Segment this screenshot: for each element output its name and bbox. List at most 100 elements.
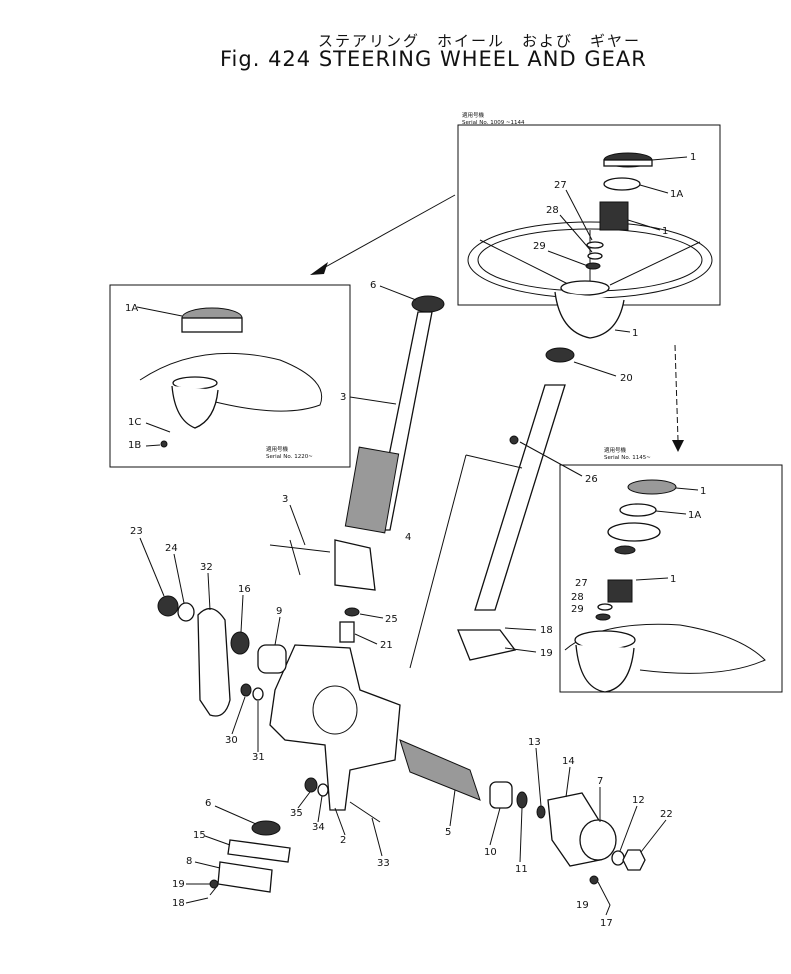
- bearing-10: [489, 781, 513, 809]
- callout-4: 4: [405, 532, 411, 543]
- horn-button-br: [627, 479, 677, 495]
- inset-left-caption-serial: Serial No. 1220~: [266, 454, 313, 460]
- callout-tr-29: 29: [533, 241, 546, 252]
- inset-bottom-right-caption-serial: Serial No. 1145~: [604, 455, 651, 461]
- lock-nut-22: [622, 849, 646, 871]
- callout-23: 23: [130, 526, 143, 537]
- callout-br-28: 28: [571, 592, 584, 603]
- callout-br-1-spring: 1: [670, 574, 676, 585]
- steering-wheel-hub: [560, 280, 610, 296]
- washer-19-right: [589, 875, 599, 885]
- steering-box-bracket: [334, 539, 376, 591]
- callout-33: 33: [377, 858, 390, 869]
- inset-bottom-right-frame: [559, 464, 783, 693]
- callout-31: 31: [252, 752, 265, 763]
- bracket-3-hardware: [269, 539, 331, 576]
- seal-16: [230, 631, 250, 655]
- steering-wheel-boss: [554, 291, 625, 339]
- washer-24: [177, 602, 195, 622]
- callout-24: 24: [165, 543, 178, 554]
- bolt-17: [597, 881, 611, 916]
- inset-left-frame: [109, 284, 351, 468]
- callout-20: 20: [620, 373, 633, 384]
- callout-l-1c: 1C: [128, 417, 141, 428]
- ring-br-1a: [619, 503, 657, 517]
- callout-21: 21: [380, 640, 393, 651]
- contact-27: [586, 241, 604, 249]
- wheel-boss-br: [575, 644, 635, 693]
- sector-shaft-5: [399, 739, 481, 801]
- callout-15: 15: [193, 830, 206, 841]
- needle-bearing-9: [257, 644, 287, 674]
- arrow-to-left-inset: [319, 194, 456, 271]
- nut-br-29: [595, 613, 611, 621]
- callout-13: 13: [528, 737, 541, 748]
- gasket-15: [227, 839, 291, 863]
- callout-tr-28: 28: [546, 205, 559, 216]
- spring-br: [607, 579, 633, 603]
- washer-11: [516, 791, 528, 809]
- washer-12: [611, 850, 625, 866]
- nut-23: [157, 595, 179, 617]
- grease-fitting-26: [509, 435, 519, 445]
- callout-12: 12: [632, 795, 645, 806]
- callout-4-bracket: [409, 454, 523, 669]
- wheel-boss-partial: [171, 385, 219, 429]
- bolt-18-lower: [209, 884, 219, 896]
- callout-l-1a: 1A: [125, 303, 138, 314]
- inset-top-right: 適用号機 Serial No. 1009 ~1144 1 1A 1 1 27 2…: [457, 111, 721, 339]
- callout-19-lower: 19: [172, 879, 185, 890]
- wheel-partial-rim: [139, 352, 322, 412]
- callout-14: 14: [562, 756, 575, 767]
- callout-18-lower: 18: [172, 898, 185, 909]
- callout-6-upper: 6: [370, 280, 376, 291]
- bushing-21: [339, 621, 355, 643]
- callout-7: 7: [597, 776, 603, 787]
- callout-16: 16: [238, 584, 251, 595]
- washer-br-28: [597, 603, 613, 611]
- inset-top-right-caption-jp: 適用号機: [462, 111, 485, 119]
- callout-2: 2: [340, 835, 346, 846]
- arrow-head-down: [672, 440, 684, 452]
- inset-left-caption-jp: 適用号機: [266, 445, 289, 453]
- callout-18-upper: 18: [540, 625, 553, 636]
- callout-22: 22: [660, 809, 673, 820]
- main-assembly: 6 3 20 26 4 18 19 3 25 21: [130, 280, 673, 929]
- inset-left: 適用号機 Serial No. 1220~ 1A 1C 1B: [109, 284, 351, 468]
- inset-bottom-right: 適用号機 Serial No. 1145~ 1 1A 1 27 28 29: [559, 446, 783, 693]
- callout-tr-27: 27: [554, 180, 567, 191]
- figure-title-japanese: ステアリング ホイール および ギヤー: [318, 32, 642, 50]
- callout-tr-1-wheel: 1: [632, 328, 638, 339]
- callout-l-1b: 1B: [128, 440, 141, 451]
- callout-11: 11: [515, 864, 528, 875]
- callout-30: 30: [225, 735, 238, 746]
- callout-tr-1-spring: 1: [662, 226, 668, 237]
- callout-10: 10: [484, 847, 497, 858]
- gear-housing-2: [269, 644, 401, 811]
- column-flange: [457, 629, 517, 661]
- plate-br: [607, 522, 661, 542]
- cover-plate-8: [217, 861, 273, 893]
- arrow-to-bottom-inset: [674, 344, 679, 441]
- callout-19-right: 19: [576, 900, 589, 911]
- bearing-6-upper: [411, 295, 445, 313]
- horn-ring-1a: [603, 177, 641, 191]
- horn-spring: [599, 201, 629, 231]
- inset-bottom-right-caption-jp: 適用号機: [604, 446, 627, 454]
- contact-br: [614, 545, 636, 555]
- horn-cap-body: [181, 317, 243, 333]
- callout-3-shaft: 3: [340, 392, 346, 403]
- callout-tr-1: 1: [690, 152, 696, 163]
- plug-25: [344, 607, 360, 617]
- callout-9: 9: [276, 606, 282, 617]
- callout-35: 35: [290, 808, 303, 819]
- callout-tr-1a: 1A: [670, 189, 683, 200]
- nut-35: [304, 777, 318, 793]
- pitman-arm-32: [197, 608, 231, 717]
- callout-3-bracket: 3: [282, 494, 288, 505]
- adjusting-cover-7: [579, 819, 617, 861]
- callout-32: 32: [200, 562, 213, 573]
- callout-34: 34: [312, 822, 325, 833]
- callout-br-1a: 1A: [688, 510, 701, 521]
